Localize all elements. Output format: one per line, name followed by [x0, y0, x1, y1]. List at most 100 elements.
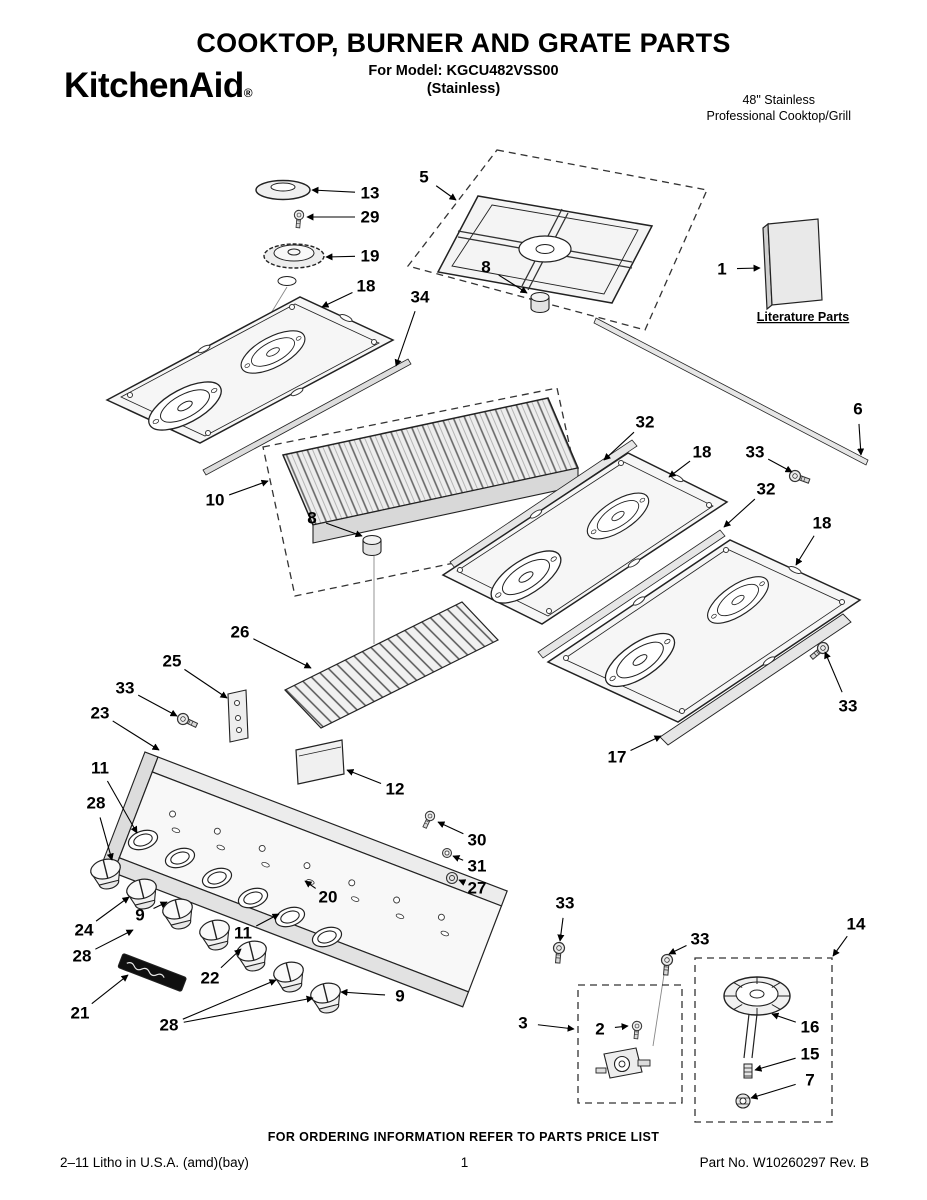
svg-text:20: 20 — [319, 888, 338, 907]
callout-23: 23 — [91, 704, 160, 751]
svg-text:33: 33 — [746, 443, 765, 462]
screw-33 — [175, 711, 200, 731]
callout-30: 30 — [437, 821, 487, 850]
svg-text:33: 33 — [556, 894, 575, 913]
svg-text:33: 33 — [691, 930, 710, 949]
svg-text:23: 23 — [91, 704, 110, 723]
brand-name: KitchenAid — [64, 66, 244, 105]
svg-text:8: 8 — [481, 258, 490, 277]
callout-20: 20 — [304, 880, 338, 907]
screw-33 — [659, 953, 674, 977]
callout-28: 28 — [160, 979, 314, 1035]
svg-text:29: 29 — [361, 208, 380, 227]
svg-text:31: 31 — [468, 857, 487, 876]
bracket-12 — [295, 739, 345, 785]
callout-9: 9 — [135, 901, 168, 925]
callout-13: 13 — [311, 184, 380, 203]
callout-18: 18 — [668, 443, 711, 478]
rail-17 — [659, 613, 852, 746]
screw-33 — [551, 941, 566, 965]
callout-11: 11 — [91, 759, 138, 834]
callout-17: 17 — [608, 735, 662, 767]
callout-9: 9 — [340, 987, 405, 1006]
svg-text:18: 18 — [813, 514, 832, 533]
burner-screw — [292, 209, 305, 229]
svg-text:27: 27 — [468, 879, 487, 898]
orifice-15 — [743, 1063, 753, 1079]
callout-28: 28 — [73, 929, 134, 966]
footer: 2–11 Litho in U.S.A. (amd)(bay) 1 Part N… — [60, 1155, 869, 1175]
surface-burner-stack — [255, 179, 325, 286]
callout-25: 25 — [163, 652, 228, 699]
callout-11: 11 — [234, 913, 280, 943]
svg-text:24: 24 — [75, 921, 94, 940]
svg-text:13: 13 — [361, 184, 380, 203]
product-info: 48" Stainless Professional Cooktop/Grill — [706, 92, 851, 124]
svg-text:7: 7 — [805, 1071, 814, 1090]
callout-5: 5 — [419, 168, 457, 201]
bracket-25 — [227, 689, 249, 743]
svg-text:14: 14 — [847, 915, 866, 934]
literature-part: Literature Parts — [757, 218, 849, 324]
callout-8: 8 — [481, 258, 528, 294]
nut-7 — [735, 1093, 751, 1109]
screw-30 — [419, 809, 437, 831]
page-number: 1 — [460, 1155, 469, 1170]
svg-text:10: 10 — [206, 491, 225, 510]
svg-text:32: 32 — [636, 413, 655, 432]
svg-text:25: 25 — [163, 652, 182, 671]
grill-foot — [362, 534, 382, 557]
svg-text:9: 9 — [135, 906, 144, 925]
rail-6 — [593, 317, 869, 466]
svg-text:34: 34 — [411, 288, 430, 307]
callout-33: 33 — [668, 930, 710, 955]
svg-text:2: 2 — [595, 1020, 604, 1039]
rail-34 — [202, 358, 412, 476]
svg-text:11: 11 — [91, 759, 109, 778]
product-info-line2: Professional Cooktop/Grill — [706, 109, 851, 123]
page-title: COOKTOP, BURNER AND GRATE PARTS — [196, 28, 731, 58]
callout-7: 7 — [750, 1071, 815, 1100]
callout-16: 16 — [771, 1012, 820, 1037]
callout-31: 31 — [452, 855, 487, 876]
rail-32-lower — [537, 529, 726, 659]
screw-2 — [630, 1020, 643, 1040]
svg-text:33: 33 — [116, 679, 135, 698]
svg-text:11: 11 — [234, 924, 252, 943]
grate-foot — [530, 291, 550, 314]
model-line: For Model: KGCU482VSS00 — [368, 63, 559, 79]
callout-27: 27 — [458, 879, 487, 898]
callout-22: 22 — [201, 948, 242, 988]
callout-32: 32 — [723, 480, 775, 528]
callout-33: 33 — [116, 679, 178, 717]
nut-27 — [445, 871, 459, 885]
cooktop-panel-left — [105, 296, 395, 444]
grill-burner-head — [723, 976, 791, 1016]
callout-33: 33 — [824, 651, 857, 716]
svg-text:30: 30 — [468, 831, 487, 850]
callout-15: 15 — [754, 1045, 819, 1072]
svg-text:28: 28 — [87, 794, 106, 813]
svg-text:12: 12 — [386, 780, 405, 799]
grill-grate — [284, 601, 499, 729]
callout-12: 12 — [346, 769, 405, 799]
product-info-line1: 48" Stainless — [742, 93, 816, 107]
callout-8: 8 — [307, 509, 363, 538]
rail-32-upper — [449, 439, 638, 569]
callout-24: 24 — [75, 896, 130, 940]
callout-14: 14 — [832, 915, 866, 957]
burner-grate-assembly — [406, 149, 708, 331]
svg-text:16: 16 — [801, 1018, 820, 1037]
ordering-note: FOR ORDERING INFORMATION REFER TO PARTS … — [267, 1130, 660, 1144]
callout-2: 2 — [595, 1020, 629, 1039]
callout-33: 33 — [556, 894, 575, 942]
venturi-tube — [743, 1013, 758, 1059]
callout-3: 3 — [518, 1014, 575, 1033]
callout-1: 1 — [717, 260, 761, 279]
construction-line — [652, 967, 666, 1047]
finish-line: (Stainless) — [426, 81, 501, 97]
callout-32: 32 — [603, 413, 655, 461]
part-number: Part No. W10260297 Rev. B — [699, 1155, 869, 1170]
callout-21: 21 — [71, 974, 129, 1023]
